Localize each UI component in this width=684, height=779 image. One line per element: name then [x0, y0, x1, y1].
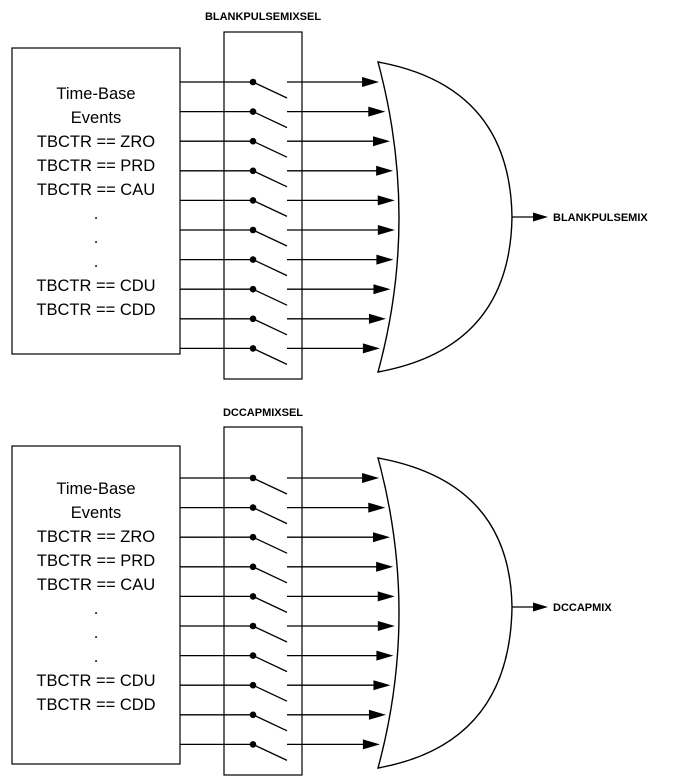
- time-base-events-box: [11, 445, 181, 765]
- input-arrow-icon: [362, 739, 380, 750]
- switch-blade: [252, 140, 288, 158]
- input-arrow-icon: [362, 343, 380, 354]
- switch-blade: [252, 288, 288, 306]
- input-arrow-icon: [368, 709, 386, 720]
- output-arrow-icon: [533, 602, 548, 612]
- input-arrow-icon: [376, 650, 394, 661]
- switch-blade: [252, 170, 288, 188]
- switch-pivot-icon: [249, 108, 257, 115]
- switch-blade: [252, 477, 288, 495]
- input-arrow-icon: [372, 532, 390, 543]
- input-arrow-icon: [376, 165, 394, 176]
- input-arrow-icon: [377, 195, 395, 206]
- switch-blade: [252, 259, 288, 277]
- input-arrow-icon: [377, 225, 395, 235]
- switch-blade: [252, 684, 288, 702]
- event-label-line: .: [94, 648, 99, 666]
- switch-blade: [252, 743, 288, 761]
- event-label-line: Time-Base: [56, 480, 135, 498]
- input-arrow-icon: [368, 106, 386, 117]
- input-arrow-icon: [376, 561, 394, 572]
- or-gate: [377, 457, 513, 769]
- input-arrow-icon: [373, 680, 391, 691]
- event-label-line: TBCTR == ZRO: [37, 528, 155, 546]
- selector-label: DCCAPMIXSEL: [223, 407, 303, 419]
- signal-lines: [180, 473, 395, 761]
- event-label-line: .: [94, 229, 99, 247]
- input-arrow-icon: [377, 621, 395, 631]
- switch-blade: [252, 507, 288, 525]
- event-label-line: TBCTR == CAU: [37, 181, 155, 199]
- output-arrow-icon: [533, 212, 548, 222]
- input-arrow-icon: [362, 473, 380, 483]
- switch-blade: [252, 347, 288, 365]
- event-label-line: TBCTR == CDU: [36, 672, 155, 690]
- event-label-line: Events: [71, 109, 121, 127]
- switch-blade: [252, 625, 288, 643]
- output-label: BLANKPULSEMIX: [553, 212, 648, 224]
- input-arrow-icon: [373, 284, 391, 295]
- event-label-line: TBCTR == PRD: [37, 157, 155, 175]
- output-label: DCCAPMIX: [553, 602, 612, 614]
- switch-blade: [252, 595, 288, 613]
- event-label-line: .: [94, 624, 99, 642]
- input-arrow-icon: [372, 136, 390, 147]
- switch-blade: [252, 111, 288, 129]
- event-label-line: TBCTR == CDU: [36, 277, 155, 295]
- event-label-line: TBCTR == CDD: [36, 301, 155, 319]
- signal-lines: [180, 77, 395, 365]
- input-arrow-icon: [376, 254, 394, 265]
- input-arrow-icon: [362, 77, 380, 87]
- event-label-line: TBCTR == ZRO: [37, 133, 155, 151]
- event-label-line: TBCTR == PRD: [37, 552, 155, 570]
- switch-blade: [252, 199, 288, 217]
- event-label-line: .: [94, 253, 99, 271]
- input-arrow-icon: [368, 313, 386, 324]
- event-label-line: Time-Base: [56, 85, 135, 103]
- time-base-events-box: [11, 47, 181, 355]
- input-arrow-icon: [377, 591, 395, 602]
- event-label-line: TBCTR == CAU: [37, 576, 155, 594]
- or-gate: [377, 61, 513, 373]
- switch-blade: [252, 566, 288, 584]
- switch-blade: [252, 229, 288, 247]
- event-label-line: TBCTR == CDD: [36, 696, 155, 714]
- event-label-line: .: [94, 600, 99, 618]
- selector-label: BLANKPULSEMIXSEL: [205, 11, 321, 23]
- switch-blade: [252, 81, 288, 99]
- input-arrow-icon: [368, 502, 386, 513]
- switch-blade: [252, 318, 288, 336]
- switch-blade: [252, 536, 288, 554]
- event-label-line: Events: [71, 504, 121, 522]
- event-label-line: .: [94, 205, 99, 223]
- switch-blade: [252, 714, 288, 732]
- switch-blade: [252, 655, 288, 673]
